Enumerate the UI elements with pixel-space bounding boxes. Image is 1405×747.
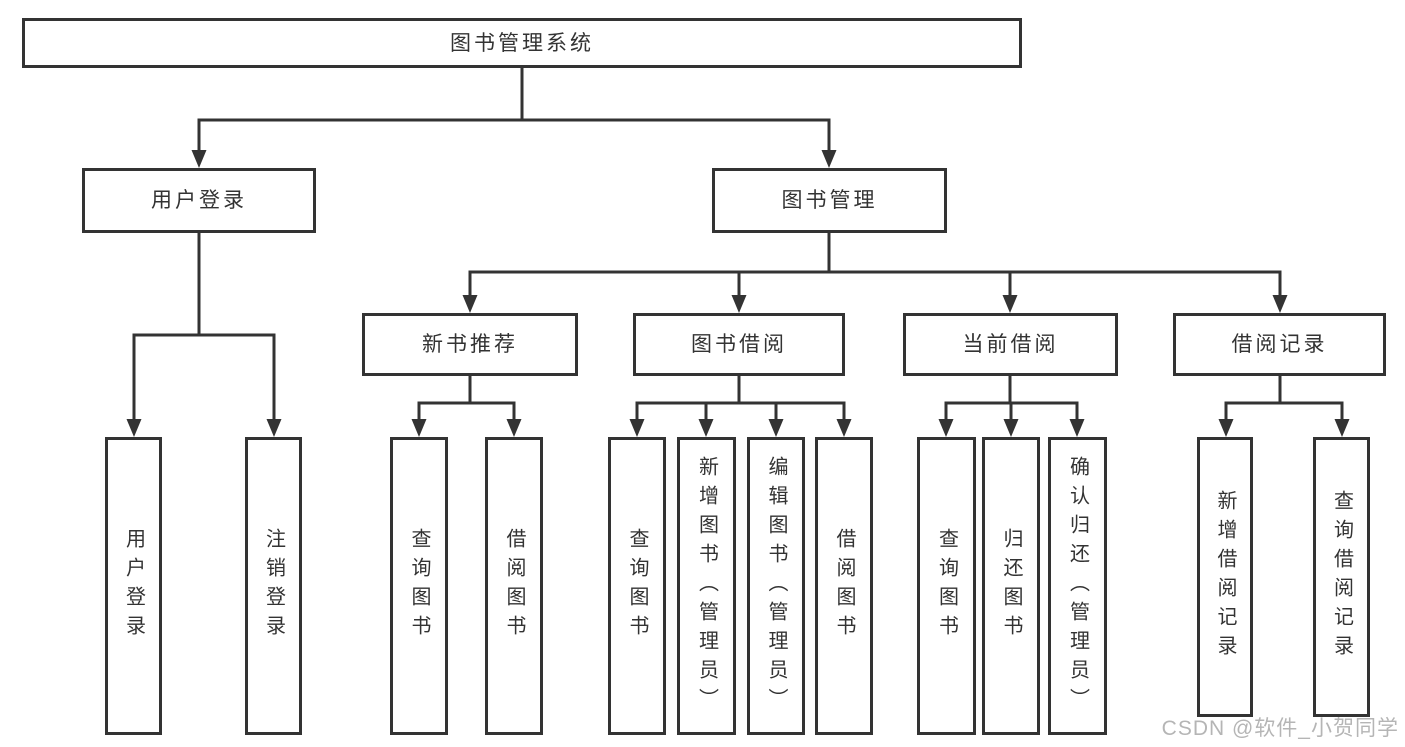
node-user-login-label: 用户登录 [151, 189, 247, 212]
leaf-user-login: 用户登录 [105, 437, 162, 735]
node-book-management-label: 图书管理 [781, 189, 878, 212]
leaf-recommend-query-books-label: 查询图书 [408, 528, 430, 644]
node-root-label: 图书管理系统 [450, 31, 594, 55]
node-current-borrow-label: 当前借阅 [962, 333, 1059, 356]
leaf-borrow-books-label: 借阅图书 [833, 528, 855, 644]
leaf-return-books-label: 归还图书 [1000, 528, 1022, 644]
leaf-borrow-query-books-label: 查询图书 [626, 528, 648, 644]
node-borrow-records: 借阅记录 [1173, 313, 1386, 376]
leaf-confirm-return-admin-label: 确认归还（管理员） [1066, 455, 1089, 717]
node-new-book-recommend-label: 新书推荐 [422, 333, 518, 356]
node-book-management: 图书管理 [712, 168, 947, 233]
node-current-borrow: 当前借阅 [903, 313, 1118, 376]
leaf-query-borrow-record-label: 查询借阅记录 [1330, 490, 1353, 664]
node-new-book-recommend: 新书推荐 [362, 313, 578, 376]
leaf-edit-books-admin-label: 编辑图书（管理员） [765, 455, 787, 717]
leaf-recommend-query-books: 查询图书 [390, 437, 448, 735]
leaf-add-borrow-record: 新增借阅记录 [1197, 437, 1253, 717]
node-root: 图书管理系统 [22, 18, 1022, 68]
node-borrow-records-label: 借阅记录 [1231, 333, 1328, 356]
csdn-watermark: CSDN @软件_小贺同学 [1161, 717, 1399, 740]
leaf-add-books-admin-label: 新增图书（管理员） [695, 455, 718, 717]
leaf-borrow-books: 借阅图书 [815, 437, 873, 735]
leaf-add-books-admin: 新增图书（管理员） [677, 437, 736, 735]
leaf-borrow-query-books: 查询图书 [608, 437, 666, 735]
leaf-confirm-return-admin: 确认归还（管理员） [1048, 437, 1107, 735]
leaf-add-borrow-record-label: 新增借阅记录 [1214, 490, 1236, 664]
leaf-current-query-books: 查询图书 [917, 437, 976, 735]
leaf-current-query-books-label: 查询图书 [935, 528, 958, 644]
leaf-query-borrow-record: 查询借阅记录 [1313, 437, 1370, 717]
leaf-recommend-borrow-books-label: 借阅图书 [503, 528, 525, 644]
leaf-logout-label: 注销登录 [262, 528, 285, 644]
leaf-return-books: 归还图书 [982, 437, 1040, 735]
node-book-borrow-label: 图书借阅 [691, 333, 787, 356]
leaf-recommend-borrow-books: 借阅图书 [485, 437, 543, 735]
leaf-edit-books-admin: 编辑图书（管理员） [747, 437, 805, 735]
leaf-logout: 注销登录 [245, 437, 302, 735]
leaf-user-login-label: 用户登录 [122, 528, 145, 644]
node-book-borrow: 图书借阅 [633, 313, 845, 376]
node-user-login: 用户登录 [82, 168, 316, 233]
